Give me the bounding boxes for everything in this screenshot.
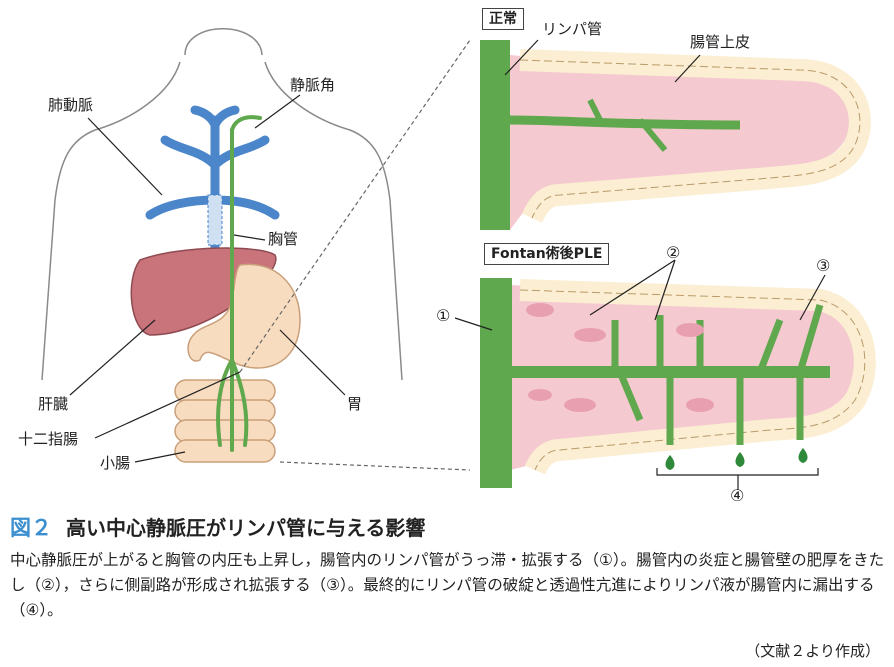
marker-4: ④: [730, 486, 745, 505]
figure-title: 高い中心静脈圧がリンパ管に与える影響: [66, 516, 426, 540]
label-stomach: 胃: [347, 395, 363, 413]
normal-panel: [480, 40, 871, 230]
leader-lines-left: [69, 94, 346, 463]
body-silhouette: [41, 28, 403, 381]
figure-description: 中心静脈圧が上がると胸管の内圧も上昇し，腸管内のリンパ管がうっ滞・拡張する（①）…: [10, 551, 885, 619]
lymph-vessel-fontan: [480, 278, 512, 488]
leader-lines-right: [454, 39, 826, 331]
marker-3: ③: [816, 256, 831, 275]
zoom-lines: [239, 39, 471, 471]
label-liver: 肝臓: [38, 395, 69, 413]
figure-caption: 図２ 高い中心静脈圧がリンパ管に与える影響: [10, 512, 890, 542]
marker-1: ①: [436, 306, 451, 325]
fontan-panel: [480, 278, 876, 490]
thoracic-duct: [216, 115, 262, 452]
figure-number: 図２: [10, 516, 52, 540]
label-normal: 正常: [482, 8, 524, 30]
small-intestine-shape: [174, 379, 276, 463]
label-fontan-ple: Fontan術後PLE: [484, 243, 610, 265]
inflammation-blobs: [526, 303, 714, 412]
label-duodenum: 十二指腸: [18, 430, 79, 448]
figure-source: （文献２より作成）: [745, 642, 880, 660]
lymph-vessel-normal: [480, 40, 510, 230]
dashed-vessel-segment: [207, 194, 223, 246]
label-thoracic-duct: 胸管: [268, 230, 299, 248]
label-venous-angle: 静脈角: [290, 76, 336, 94]
label-small-intestine: 小腸: [100, 454, 131, 472]
anatomy-diagram: [41, 28, 876, 490]
marker-2: ②: [666, 243, 681, 262]
figure-illustration: 肺動脈 静脈角 胸管 肝臓 十二指腸 胃 小腸 正常 リンパ管 腸管上皮 Fon…: [18, 8, 876, 504]
label-intestinal-epithelium: 腸管上皮: [690, 33, 751, 51]
leak-drops: [665, 448, 808, 470]
label-pulmonary-artery: 肺動脈: [48, 96, 94, 114]
label-lymph-vessel: リンパ管: [542, 20, 603, 38]
